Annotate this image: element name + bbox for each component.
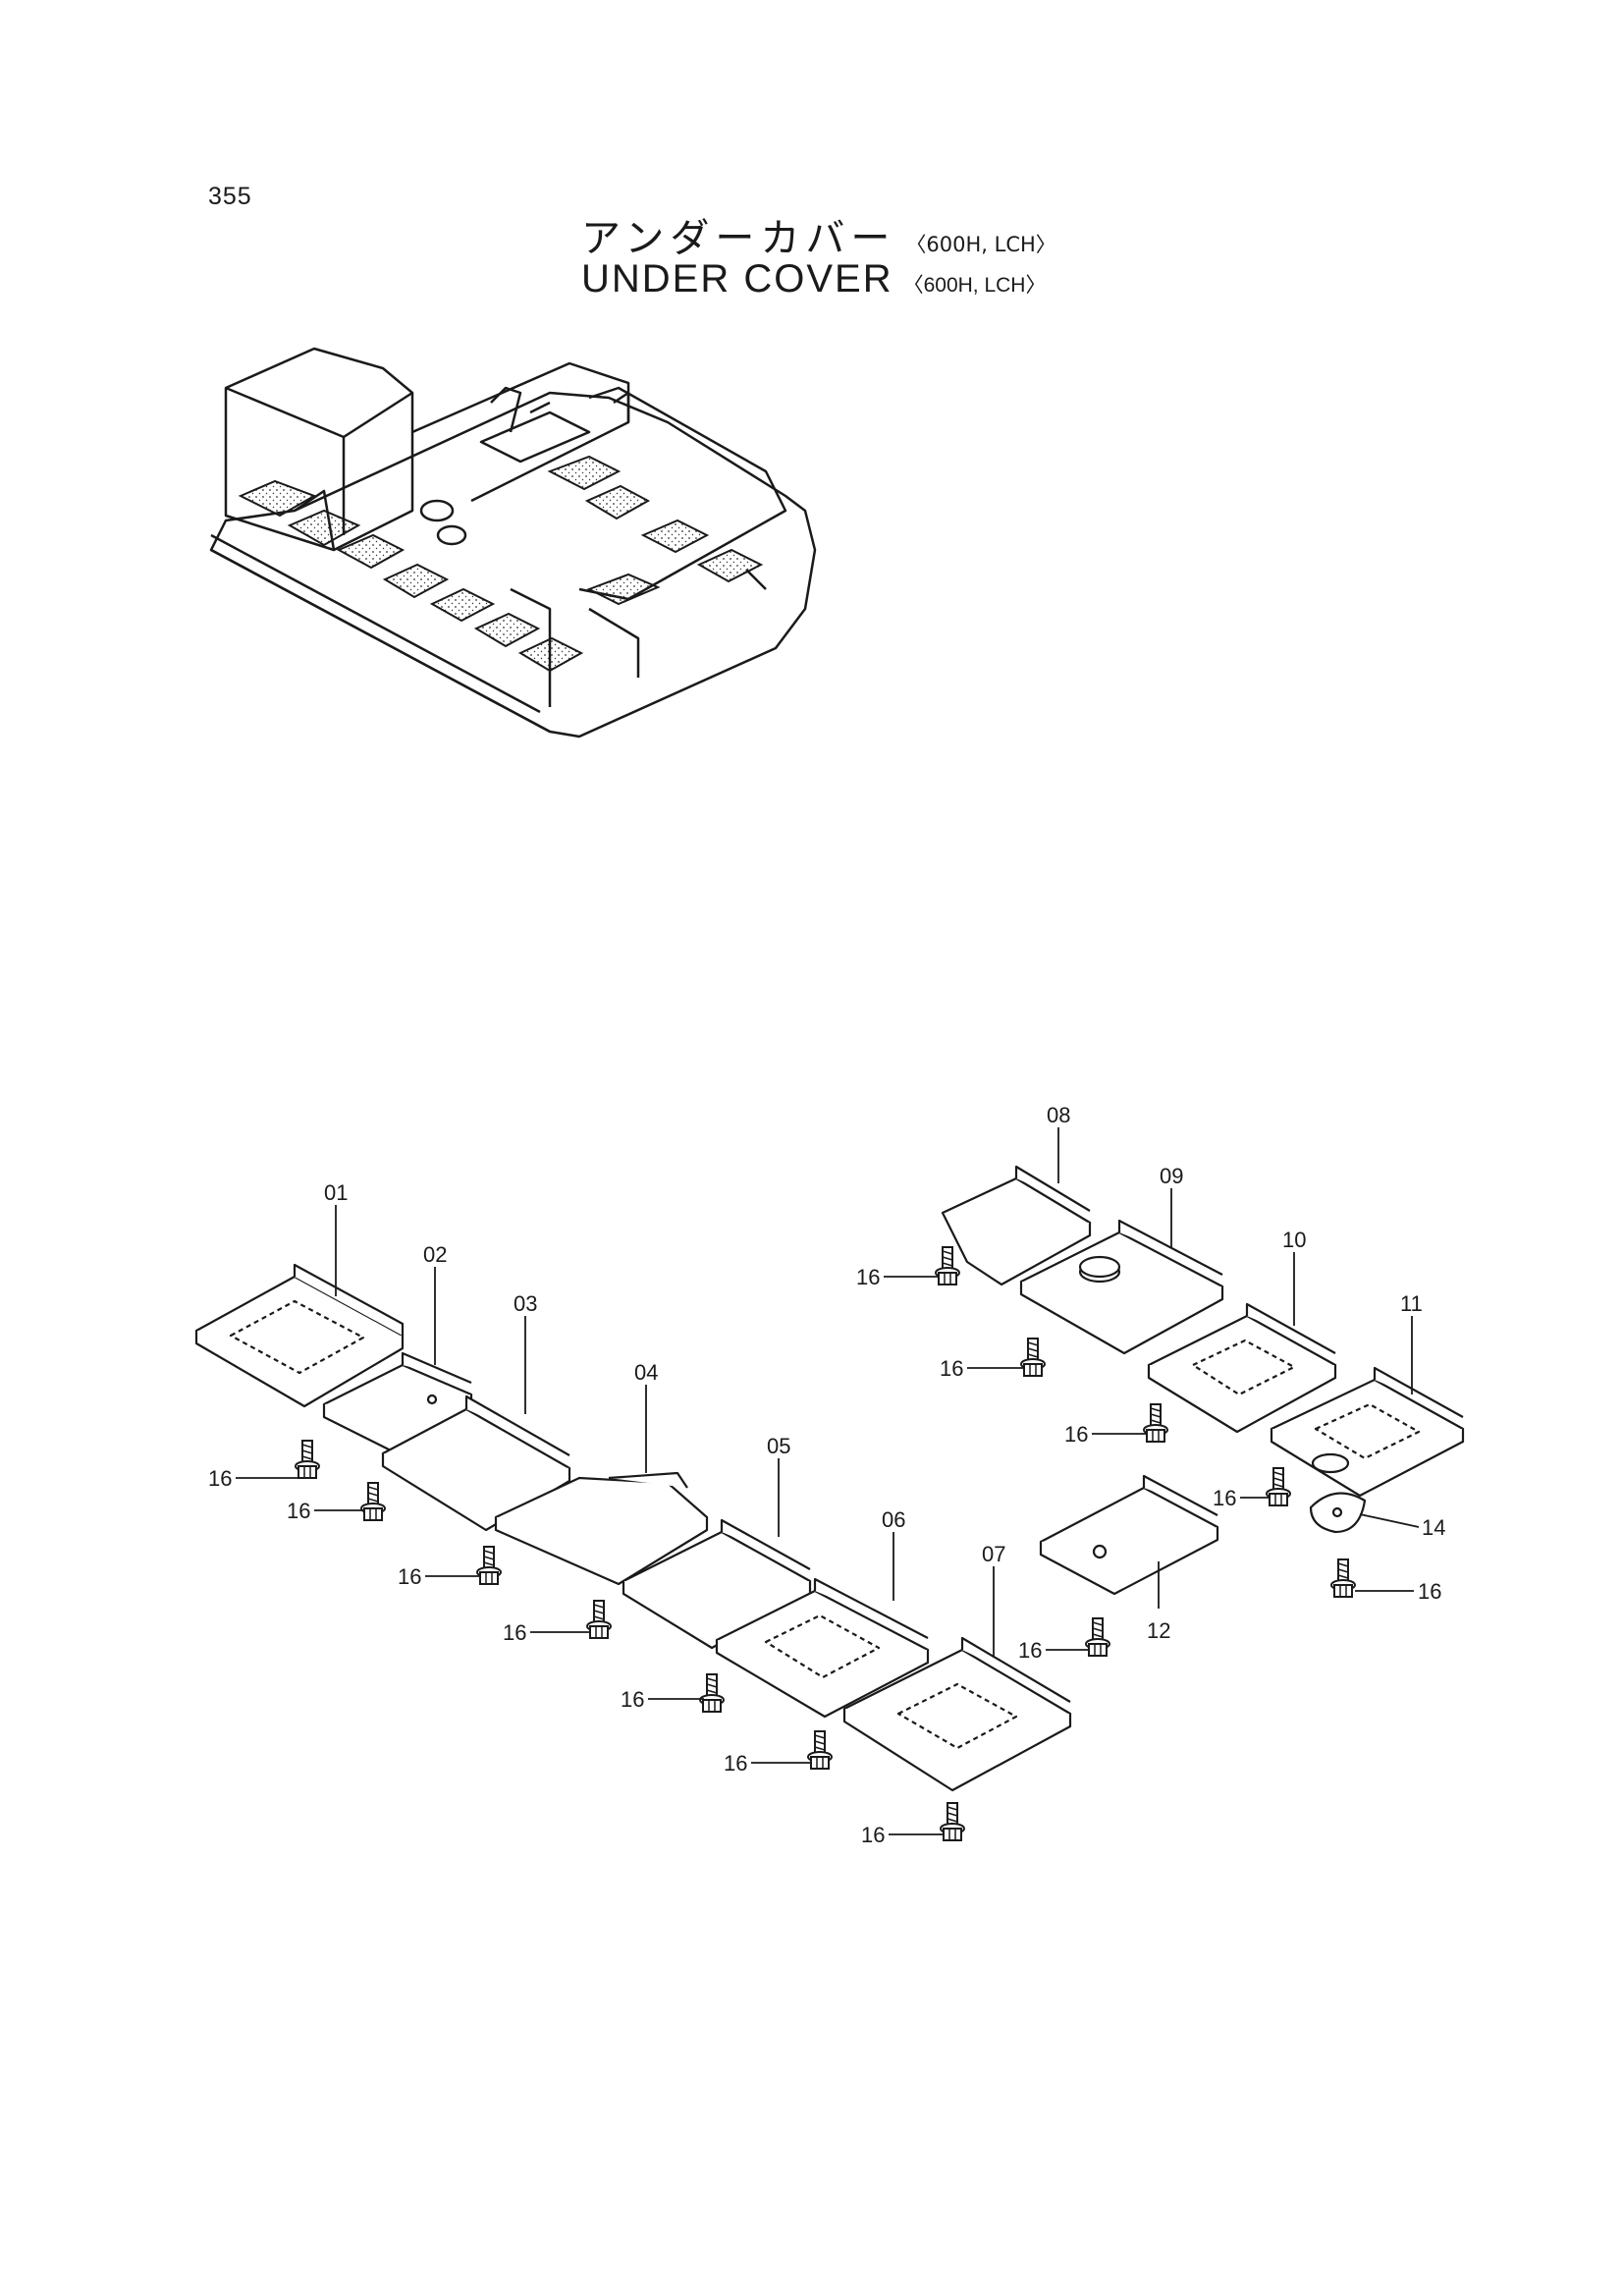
- label-05: 05: [767, 1434, 790, 1458]
- part-labels: 01 02 03 04 05 06 07 08 09 10 11 12 14 1…: [208, 1103, 1445, 1847]
- cover-panel-08: [941, 1165, 1092, 1286]
- title-english: UNDER COVER 〈600H, LCH〉: [581, 257, 1046, 301]
- label-11: 11: [1400, 1291, 1423, 1316]
- page-number: 355: [208, 183, 252, 210]
- label-04: 04: [634, 1360, 658, 1385]
- cover-panel-03: [381, 1394, 571, 1532]
- label-16: 16: [208, 1466, 232, 1491]
- cover-panel-07: [842, 1636, 1072, 1792]
- label-16: 16: [1213, 1486, 1236, 1510]
- title-japanese-variant: 〈600H, LCH〉: [905, 233, 1056, 256]
- label-07: 07: [982, 1542, 1005, 1566]
- label-16: 16: [287, 1499, 310, 1523]
- cab-outline: [224, 347, 414, 552]
- label-10: 10: [1282, 1228, 1306, 1252]
- cover-panel-09: [1019, 1219, 1224, 1355]
- label-16: 16: [940, 1356, 963, 1381]
- cover-panel-12: [1039, 1474, 1219, 1596]
- cover-panel-10: [1147, 1302, 1337, 1434]
- cover-panel-05: [622, 1518, 812, 1650]
- bolt-09: [1020, 1338, 1046, 1377]
- cover-panel-04: [494, 1471, 709, 1586]
- bolt-14: [1330, 1558, 1356, 1598]
- label-14: 14: [1422, 1515, 1445, 1540]
- label-16: 16: [503, 1620, 526, 1645]
- bolt-03: [476, 1546, 502, 1585]
- label-03: 03: [514, 1291, 537, 1316]
- label-06: 06: [882, 1507, 905, 1532]
- label-16: 16: [1018, 1638, 1042, 1663]
- label-16: 16: [398, 1564, 421, 1589]
- label-16: 16: [724, 1751, 747, 1776]
- title-english-variant: 〈600H, LCH〉: [902, 274, 1047, 297]
- label-01: 01: [324, 1180, 348, 1205]
- label-09: 09: [1160, 1164, 1183, 1188]
- cover-plate-14: [1309, 1492, 1367, 1534]
- label-16: 16: [856, 1265, 880, 1289]
- bolt-11: [1266, 1467, 1291, 1506]
- cover-panel-11: [1270, 1366, 1465, 1498]
- cover-panels: [194, 1165, 1465, 1792]
- overview-cover-patches: [238, 455, 764, 673]
- bolt-01: [295, 1440, 320, 1479]
- label-16: 16: [1064, 1422, 1088, 1447]
- bolt-08: [935, 1246, 960, 1285]
- leader-lines: [236, 1127, 1420, 1835]
- label-08: 08: [1047, 1103, 1070, 1127]
- cover-panel-01: [194, 1263, 405, 1408]
- label-16: 16: [861, 1823, 885, 1847]
- bolt-10: [1143, 1403, 1168, 1443]
- label-16: 16: [1418, 1579, 1441, 1604]
- title-english-text: UNDER COVER: [581, 257, 893, 301]
- machine-outline: [209, 391, 817, 738]
- title-japanese: アンダーカバー〈600H, LCH〉: [581, 206, 1056, 263]
- bolt-05: [699, 1673, 725, 1713]
- label-16: 16: [621, 1687, 644, 1712]
- label-12: 12: [1147, 1618, 1170, 1643]
- cover-panel-06: [715, 1577, 930, 1719]
- title-japanese-text: アンダーカバー: [581, 216, 896, 261]
- label-02: 02: [423, 1242, 447, 1267]
- machine-overview: [209, 347, 817, 738]
- bolt-02: [360, 1482, 386, 1521]
